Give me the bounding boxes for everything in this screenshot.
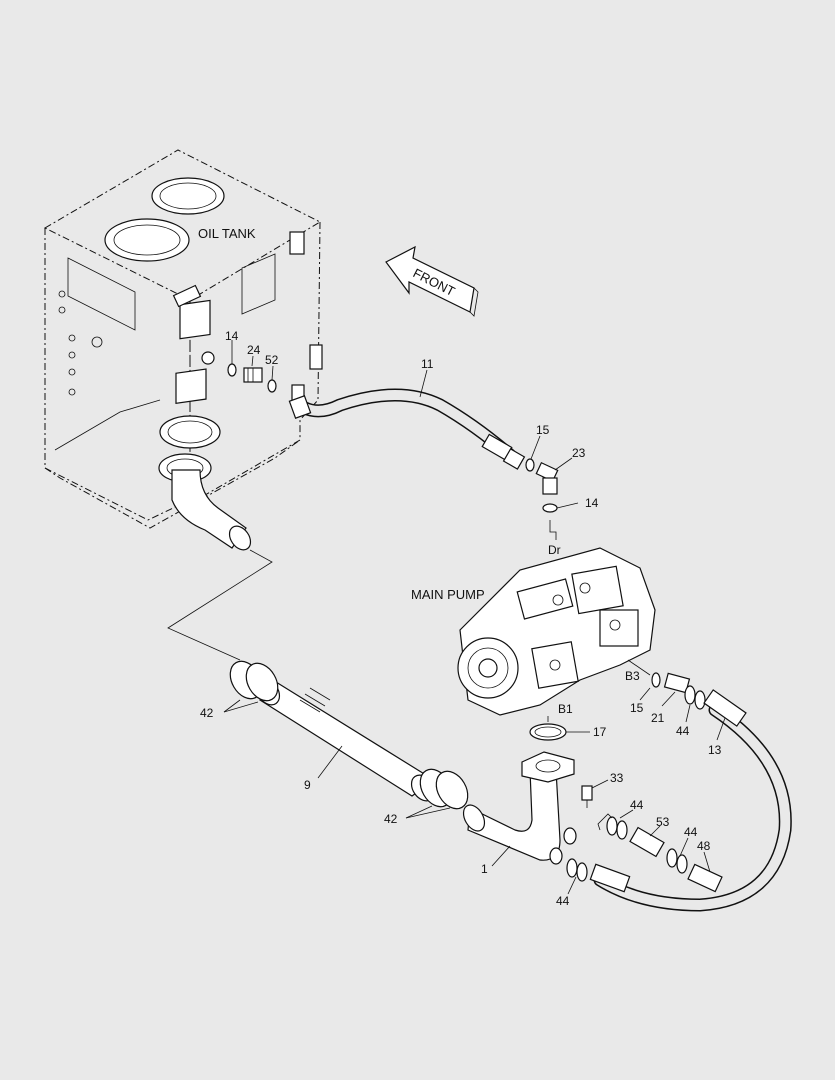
bolt-33 bbox=[581, 779, 609, 808]
callout-17: 17 bbox=[593, 725, 607, 739]
callout-53: 53 bbox=[656, 815, 670, 829]
callout-15a: 15 bbox=[536, 423, 550, 437]
callout-44d: 44 bbox=[556, 894, 570, 908]
port-b3-label: B3 bbox=[625, 669, 640, 683]
oil-tank bbox=[43, 149, 323, 551]
clamps-44-bottom bbox=[566, 858, 588, 895]
port-dr-label: Dr bbox=[548, 543, 561, 557]
callout-44b: 44 bbox=[630, 798, 644, 812]
hose-11 bbox=[288, 369, 526, 470]
callout-14a: 14 bbox=[225, 329, 239, 343]
hose-13 bbox=[589, 689, 792, 912]
leader-line bbox=[167, 549, 273, 661]
callout-13: 13 bbox=[708, 743, 722, 757]
o-ring-17 bbox=[529, 716, 590, 741]
callout-33: 33 bbox=[610, 771, 624, 785]
drain-fittings bbox=[525, 435, 579, 540]
b3-fittings bbox=[639, 672, 706, 723]
main-pump-label: MAIN PUMP bbox=[411, 587, 485, 602]
clamps-42-upper bbox=[223, 660, 279, 713]
callout-9: 9 bbox=[304, 778, 311, 792]
callout-21: 21 bbox=[651, 711, 665, 725]
callout-48: 48 bbox=[697, 839, 711, 853]
hose-9 bbox=[255, 678, 436, 802]
callout-42a: 42 bbox=[200, 706, 214, 720]
clamps-42-lower bbox=[405, 768, 469, 819]
callout-44a: 44 bbox=[676, 724, 690, 738]
callout-52: 52 bbox=[265, 353, 279, 367]
callout-1: 1 bbox=[481, 862, 488, 876]
callout-42b: 42 bbox=[384, 812, 398, 826]
oil-tank-label: OIL TANK bbox=[198, 226, 256, 241]
fittings-tank-port bbox=[227, 340, 277, 393]
callout-23: 23 bbox=[572, 446, 586, 460]
callout-14b: 14 bbox=[585, 496, 599, 510]
callout-15b: 15 bbox=[630, 701, 644, 715]
port-b1-label: B1 bbox=[558, 702, 573, 716]
clamps-44-53 bbox=[597, 809, 723, 893]
front-arrow bbox=[385, 245, 479, 317]
main-pump bbox=[457, 547, 656, 716]
callout-24: 24 bbox=[247, 343, 261, 357]
suction-pipe-1 bbox=[462, 751, 577, 867]
callout-44c: 44 bbox=[684, 825, 698, 839]
callout-11: 11 bbox=[421, 357, 434, 371]
